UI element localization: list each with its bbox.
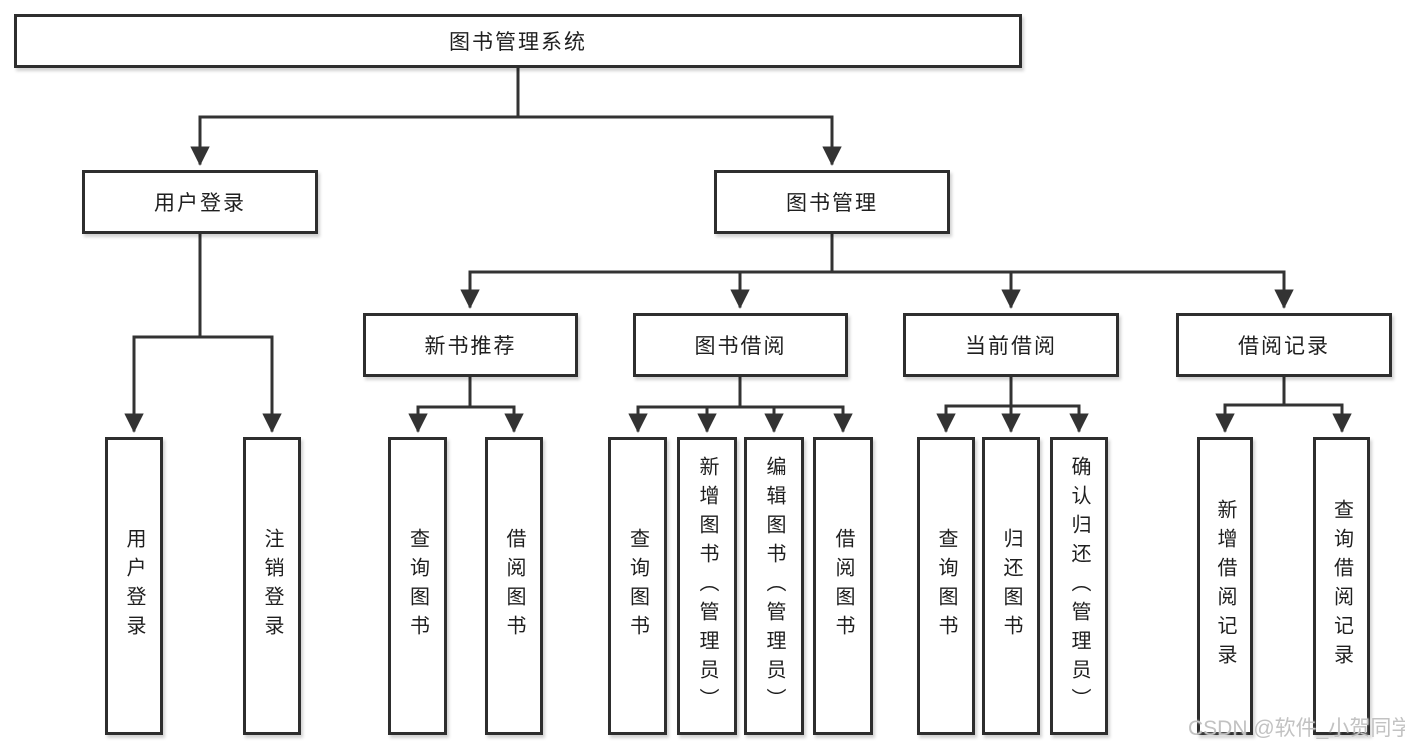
leaf-records-add-record: 新增借阅记录	[1197, 437, 1253, 735]
leaf-borrow-edit-books-admin: 编辑图书（管理员）	[744, 437, 804, 735]
node-borrow-records-label: 借阅记录	[1238, 335, 1330, 358]
node-current-borrow: 当前借阅	[903, 313, 1119, 377]
leaf-current-query-books-label: 查询图书	[935, 528, 957, 644]
leaf-records-query-record-label: 查询借阅记录	[1330, 499, 1353, 673]
leaf-borrow-borrow-books-label: 借阅图书	[832, 528, 854, 644]
leaf-borrow-borrow-books: 借阅图书	[813, 437, 873, 735]
node-user-login: 用户登录	[82, 170, 318, 234]
csdn-watermark: CSDN @软件_小贺同学	[1188, 717, 1405, 740]
node-borrow-records: 借阅记录	[1176, 313, 1392, 377]
node-root: 图书管理系统	[14, 14, 1022, 68]
leaf-current-return-books: 归还图书	[982, 437, 1040, 735]
leaf-user-login-label: 用户登录	[123, 528, 145, 644]
leaf-logout: 注销登录	[243, 437, 301, 735]
leaf-borrow-query-books-label: 查询图书	[626, 528, 649, 644]
leaf-records-query-record: 查询借阅记录	[1313, 437, 1370, 735]
leaf-recommend-query-books-label: 查询图书	[406, 528, 429, 644]
leaf-borrow-edit-books-admin-label: 编辑图书（管理员）	[763, 455, 785, 717]
leaf-borrow-add-books-admin-label: 新增图书（管理员）	[696, 455, 718, 717]
leaf-current-confirm-return-admin-label: 确认归还（管理员）	[1068, 455, 1090, 717]
leaf-recommend-query-books: 查询图书	[388, 437, 447, 735]
node-book-mgmt: 图书管理	[714, 170, 950, 234]
node-root-label: 图书管理系统	[449, 31, 587, 54]
leaf-recommend-borrow-books-label: 借阅图书	[503, 528, 525, 644]
leaf-logout-label: 注销登录	[261, 528, 283, 644]
node-book-borrow: 图书借阅	[633, 313, 848, 377]
leaf-current-return-books-label: 归还图书	[1000, 528, 1022, 644]
leaf-records-add-record-label: 新增借阅记录	[1214, 499, 1236, 673]
node-book-mgmt-label: 图书管理	[786, 192, 878, 215]
leaf-user-login: 用户登录	[105, 437, 163, 735]
leaf-current-confirm-return-admin: 确认归还（管理员）	[1050, 437, 1108, 735]
node-current-borrow-label: 当前借阅	[965, 335, 1057, 358]
leaf-recommend-borrow-books: 借阅图书	[485, 437, 543, 735]
leaf-borrow-query-books: 查询图书	[608, 437, 667, 735]
leaf-current-query-books: 查询图书	[917, 437, 975, 735]
node-new-book-recommend-label: 新书推荐	[424, 335, 517, 358]
node-user-login-label: 用户登录	[154, 192, 246, 215]
node-book-borrow-label: 图书借阅	[694, 335, 787, 358]
node-new-book-recommend: 新书推荐	[363, 313, 578, 377]
leaf-borrow-add-books-admin: 新增图书（管理员）	[677, 437, 737, 735]
